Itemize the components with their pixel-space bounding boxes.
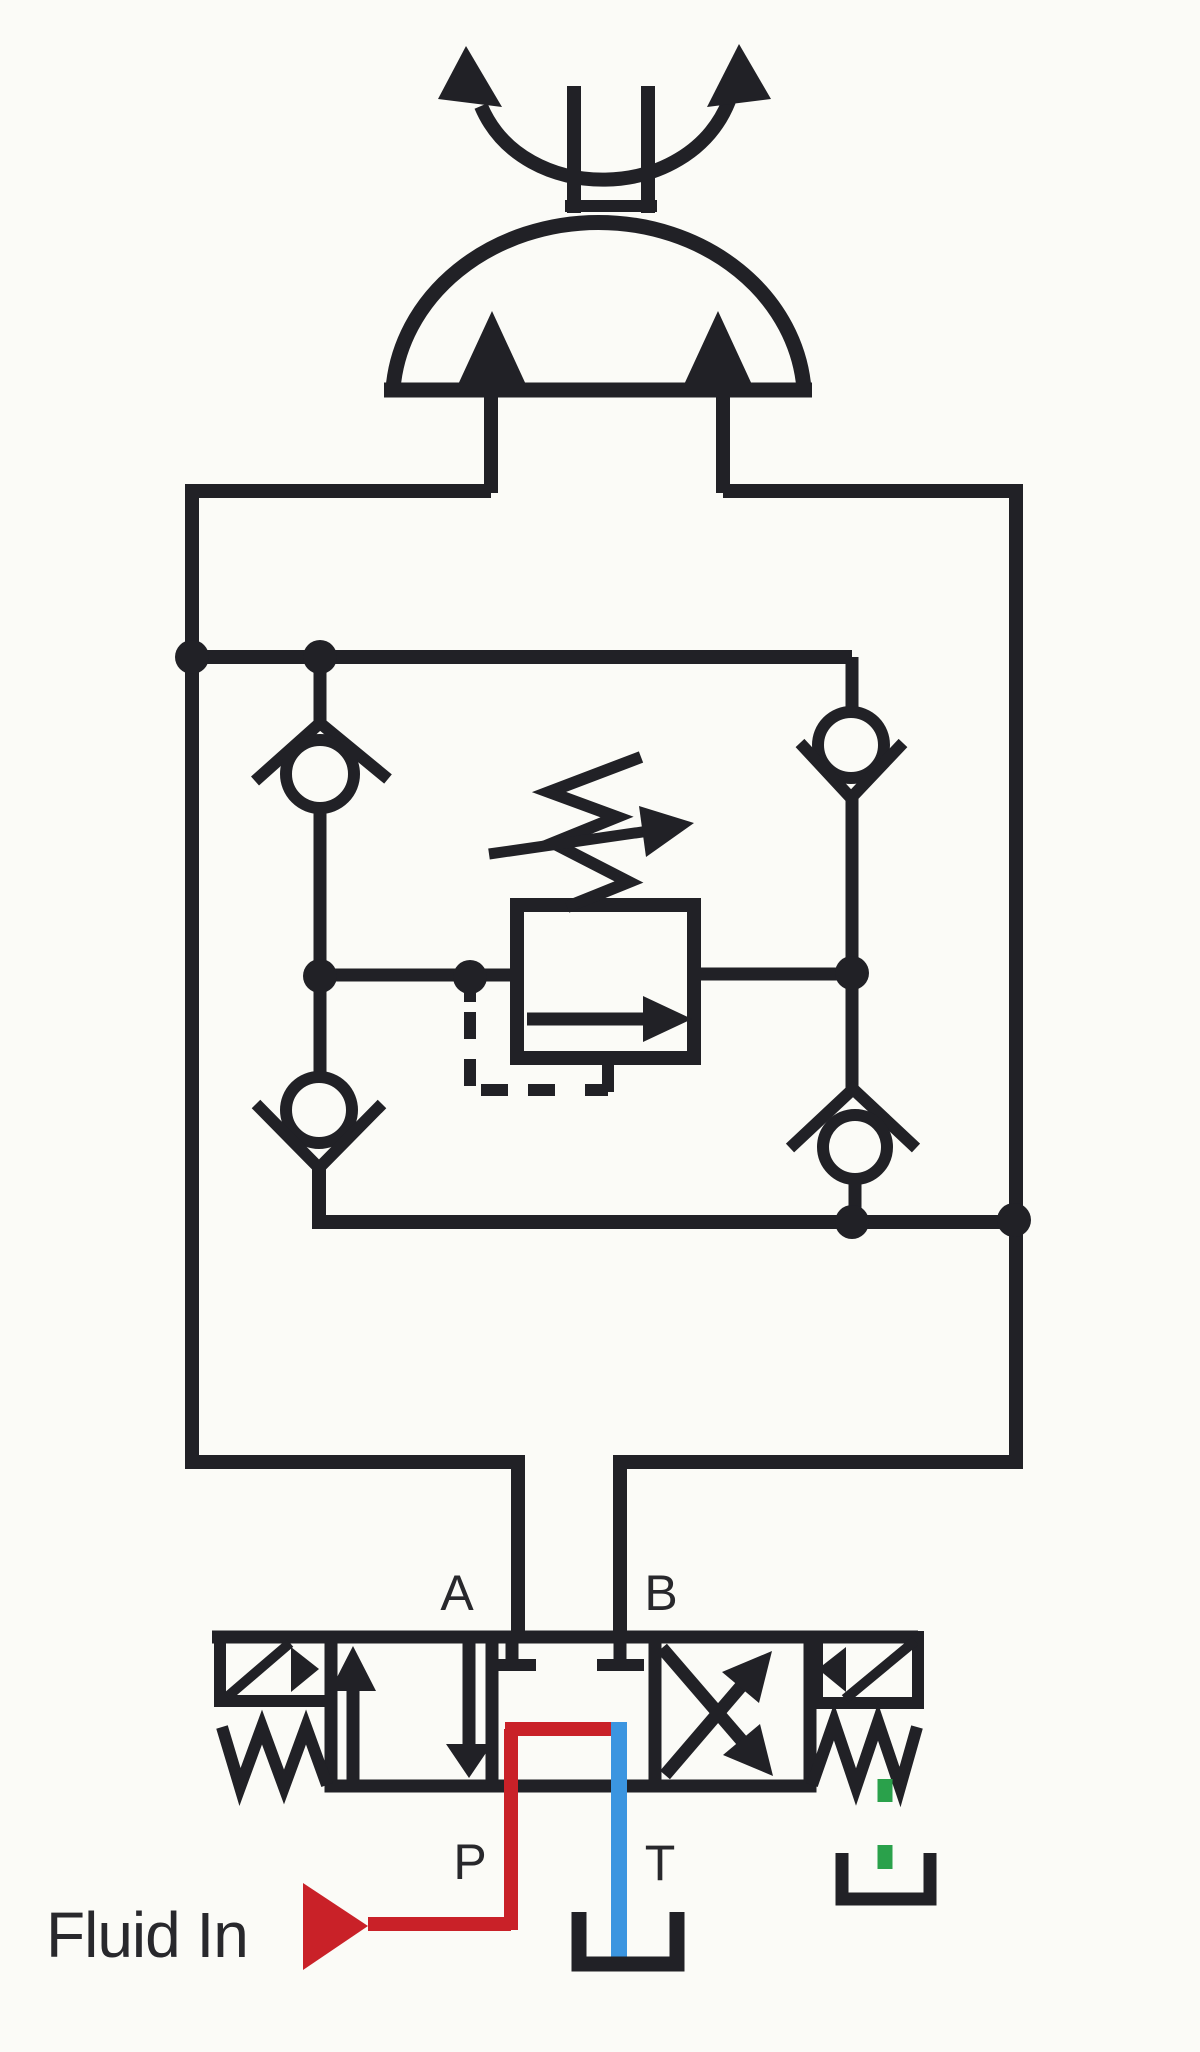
junction-dot xyxy=(835,956,869,990)
solenoid-right-box xyxy=(811,1631,924,1709)
junction-dot xyxy=(303,640,337,674)
motor-dome xyxy=(385,214,812,390)
check-valve-tl-seat xyxy=(251,715,392,786)
spring-right-icon xyxy=(806,1703,923,1808)
main-circuit-lines xyxy=(185,484,1023,1637)
junction-dot xyxy=(303,959,337,993)
cross-arrow-2-head xyxy=(723,1724,773,1776)
check-valve-br-icon xyxy=(817,1109,893,1185)
solenoid-left-box xyxy=(214,1631,337,1707)
port-p-label: P xyxy=(453,1834,486,1890)
port-a-label: A xyxy=(440,1565,474,1621)
rotation-arrow-right-icon xyxy=(707,44,771,107)
check-valve-tr-icon xyxy=(812,706,890,784)
pressure-line-red xyxy=(368,1722,614,1931)
motor-flow-arrow-right xyxy=(682,311,754,389)
solenoid-right-arrow-icon xyxy=(818,1647,846,1692)
rotation-arrow-left-icon xyxy=(438,46,502,107)
fluid-in-arrow-icon xyxy=(303,1883,368,1970)
cross-arrow-1-shaft xyxy=(660,1672,754,1780)
relief-arrow-head xyxy=(643,996,692,1042)
cross-arrow-2-shaft xyxy=(657,1643,754,1754)
junction-dot xyxy=(835,1205,869,1239)
fluid-in-label: Fluid In xyxy=(46,1899,248,1971)
check-valve-bl-seat xyxy=(251,1099,387,1177)
solenoid-right-slash xyxy=(841,1637,919,1703)
port-b-label: B xyxy=(644,1565,677,1621)
check-valve-tr-seat xyxy=(795,738,908,807)
directional-control-valve xyxy=(212,1630,937,1906)
junction-dot xyxy=(175,640,209,674)
adjust-arrow-head xyxy=(639,806,694,857)
tank-icon xyxy=(571,1912,685,1972)
check-valve-bl-icon xyxy=(280,1071,358,1149)
cross-arrow-1-head xyxy=(722,1651,772,1703)
rotation-arc xyxy=(474,98,736,187)
motor-flow-arrow-left xyxy=(456,311,528,389)
check-valve-br-seat xyxy=(785,1080,921,1153)
adjust-arrow-shaft xyxy=(488,825,650,860)
drain-tank-icon xyxy=(835,1853,937,1906)
solenoid-left-slash xyxy=(223,1639,294,1701)
relief-spring-icon xyxy=(531,751,644,913)
inner-bottom-line xyxy=(312,1168,1016,1229)
check-valve-tl-icon xyxy=(280,734,360,814)
junction-dot xyxy=(453,960,487,994)
spring-left-icon xyxy=(216,1709,333,1806)
line-motor-right-to-port-b xyxy=(613,484,1023,1637)
pilot-stub-bottom xyxy=(585,1058,614,1096)
hydraulic-motor-icon xyxy=(384,44,812,493)
junction-dot xyxy=(997,1203,1031,1237)
valve-envelopes xyxy=(324,1630,817,1793)
cross-port-relief-network xyxy=(175,640,1031,1239)
solenoid-left-arrow-icon xyxy=(291,1647,319,1692)
line-motor-left-to-port-a xyxy=(185,484,525,1637)
relief-valve-body xyxy=(510,898,701,1065)
fluid-flow-highlight xyxy=(303,1722,627,1970)
port-t-label: T xyxy=(645,1835,676,1891)
left-envelope-down-arrow-head xyxy=(446,1744,492,1778)
left-envelope-up-arrow-head xyxy=(330,1646,376,1691)
